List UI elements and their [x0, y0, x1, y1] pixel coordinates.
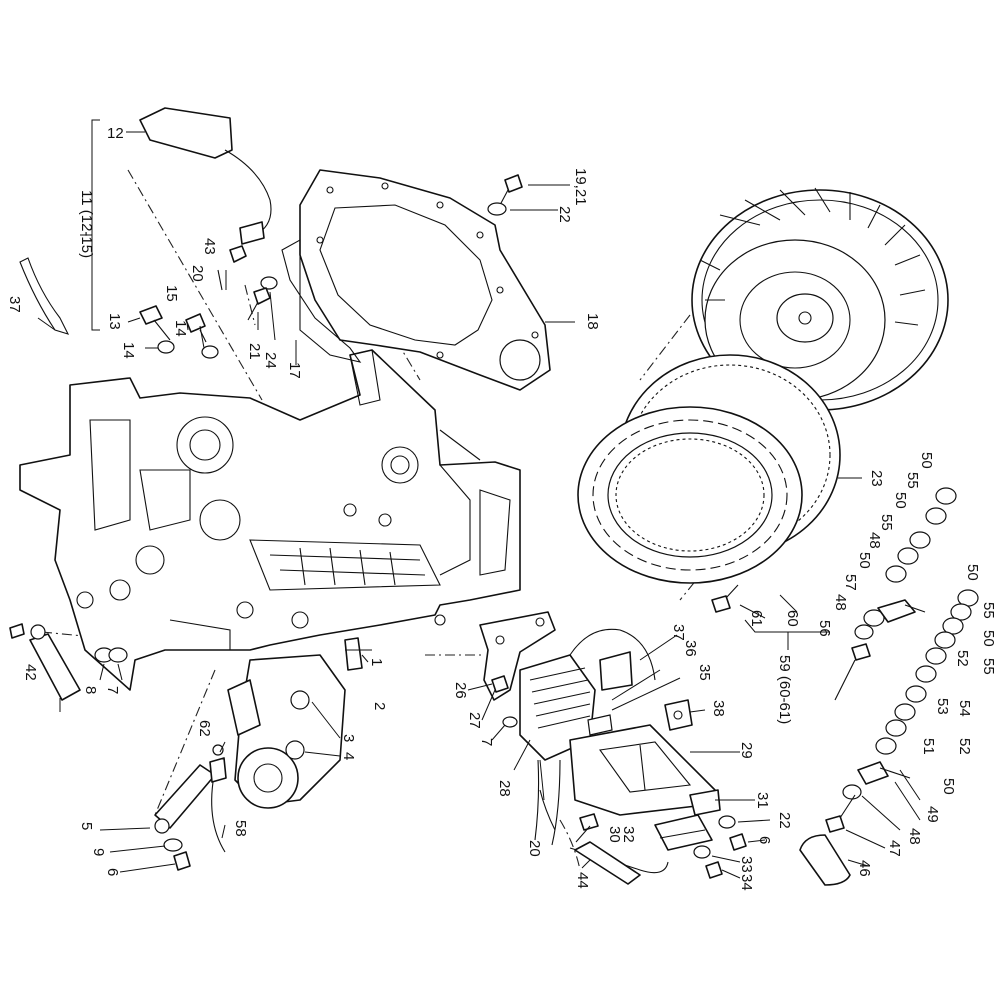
label-part-36: 36: [682, 640, 699, 657]
label-part-48-b: 48: [832, 594, 849, 611]
label-part-14-right: 14: [172, 320, 189, 337]
label-part-50-f: 50: [940, 778, 957, 795]
label-part-49: 49: [924, 806, 941, 823]
label-part-7-right: 7: [478, 738, 495, 746]
label-part-55-c: 55: [980, 602, 997, 619]
label-part-9: 9: [90, 848, 107, 856]
regulator-hardware: [491, 675, 747, 879]
label-part-14-left: 14: [120, 342, 137, 359]
label-part-54: 54: [956, 700, 973, 717]
label-part-8: 8: [82, 686, 99, 694]
label-part-37-harness: 37: [670, 624, 687, 641]
label-part-20-top: 20: [189, 265, 206, 282]
label-part-22-top: 22: [556, 206, 573, 223]
engine-block: [19, 349, 521, 691]
label-part-55-b: 55: [878, 514, 895, 531]
label-part-30: 30: [606, 826, 623, 843]
label-part-35: 35: [696, 664, 713, 681]
label-part-48-a: 48: [866, 532, 883, 549]
label-part-28: 28: [496, 780, 513, 797]
label-part-11-group: 11 (12-15): [78, 190, 95, 258]
starter-motor: [227, 654, 346, 809]
label-part-37-tie: 37: [6, 296, 23, 313]
label-part-50-e: 50: [980, 630, 997, 647]
label-part-50-b: 50: [892, 492, 909, 509]
label-part-44: 44: [574, 872, 591, 889]
label-part-50-c: 50: [856, 552, 873, 569]
label-part-53: 53: [934, 698, 951, 715]
label-part-21-top: 21: [246, 343, 263, 360]
label-part-29: 29: [738, 742, 755, 759]
label-part-6-right: 6: [756, 836, 773, 844]
cable-tie: [19, 257, 70, 335]
label-part-27: 27: [466, 712, 483, 729]
label-part-26: 26: [452, 682, 469, 699]
gasket: [281, 239, 362, 363]
label-part-3: 3: [340, 734, 357, 742]
stator-screw: [711, 584, 739, 613]
label-part-12: 12: [107, 125, 124, 142]
label-part-58: 58: [232, 820, 249, 837]
label-part-61: 61: [748, 610, 765, 627]
label-part-24: 24: [262, 352, 279, 369]
label-part-50-a: 50: [918, 452, 935, 469]
label-part-55-d: 55: [980, 658, 997, 675]
label-part-62: 62: [196, 720, 213, 737]
label-part-51: 51: [920, 738, 937, 755]
label-part-46: 46: [856, 860, 873, 877]
spacer-sleeve: [344, 637, 363, 671]
leader-lines: [37, 119, 921, 879]
ground-cable: [9, 623, 128, 701]
label-part-60: 60: [784, 610, 801, 627]
label-part-19-21: 19,21: [572, 168, 589, 206]
label-part-50-d: 50: [964, 564, 981, 581]
label-part-15: 15: [163, 285, 180, 302]
label-part-43: 43: [201, 238, 218, 255]
label-part-7-left: 7: [104, 686, 121, 694]
label-part-17: 17: [286, 362, 303, 379]
label-part-52-b: 52: [956, 738, 973, 755]
label-part-55-a: 55: [904, 472, 921, 489]
label-part-6-left: 6: [104, 868, 121, 876]
label-part-48-c: 48: [906, 828, 923, 845]
label-part-23: 23: [868, 470, 885, 487]
label-part-34: 34: [738, 874, 755, 891]
label-part-42: 42: [22, 664, 39, 681]
part-number-labels: 12 11 (12-15) 37 13 14 15 14 43 20 21 24…: [6, 125, 997, 891]
label-part-20-bottom: 20: [526, 840, 543, 857]
label-part-1: 1: [368, 658, 385, 666]
label-part-38: 38: [710, 700, 727, 717]
stator-ring: [577, 406, 803, 584]
flywheel-cover-plate: [299, 169, 551, 391]
label-part-4: 4: [340, 752, 357, 760]
label-part-31: 31: [754, 792, 771, 809]
label-part-5: 5: [78, 822, 95, 830]
label-part-56: 56: [816, 620, 833, 637]
label-part-32: 32: [620, 826, 637, 843]
right-column-washers: [799, 487, 979, 886]
wire-lead-44: [569, 841, 669, 885]
label-part-57: 57: [842, 574, 859, 591]
small-bracket: [664, 699, 693, 731]
label-part-47: 47: [886, 840, 903, 857]
starter-cable: [154, 744, 227, 871]
label-part-18: 18: [584, 313, 601, 330]
label-part-33: 33: [738, 856, 755, 873]
wire-lead-20: [534, 759, 561, 846]
label-part-2: 2: [371, 702, 388, 710]
rectifier-plate: [654, 814, 713, 851]
label-part-13: 13: [106, 313, 123, 330]
label-part-59-group: 59 (60-61): [776, 655, 793, 724]
wiring-harness: [139, 107, 272, 245]
label-part-52-a: 52: [954, 650, 971, 667]
ignition-module: [539, 724, 721, 831]
label-part-22-bottom: 22: [776, 812, 793, 829]
